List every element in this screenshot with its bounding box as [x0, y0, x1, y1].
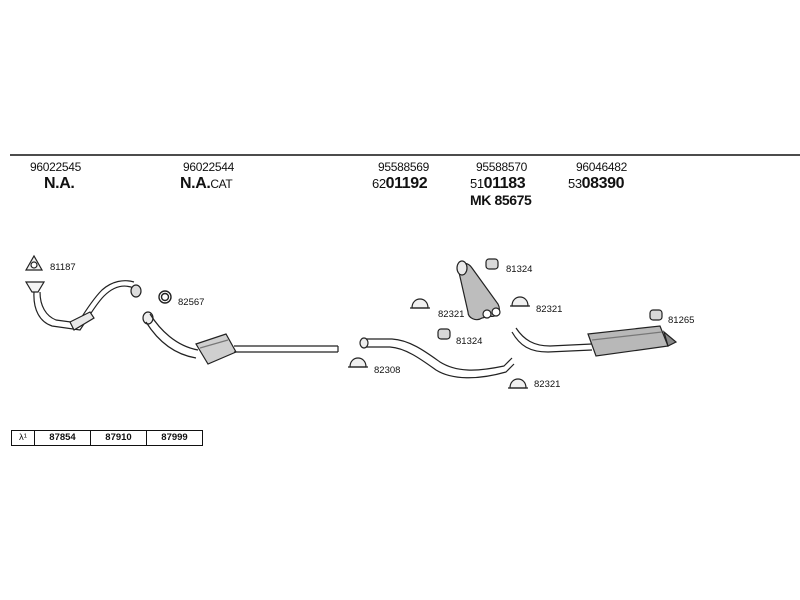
part-main: N.A.	[44, 175, 75, 192]
part-prefix: 62	[372, 176, 386, 191]
hanger-icon	[437, 258, 663, 340]
reference-table: λ¹ 87854 87910 87999	[11, 430, 203, 446]
oe-number: 95588569	[378, 160, 429, 174]
part-prefix: 51	[470, 176, 484, 191]
part-prefix: 53	[568, 176, 582, 191]
mk-number: MK 85675	[470, 192, 532, 208]
part-number: N.A.CAT	[180, 175, 233, 193]
front-pipe	[24, 280, 142, 331]
reference-code: 87910	[90, 431, 146, 445]
callout-label: 82321	[536, 304, 562, 315]
oe-number: 95588570	[476, 160, 527, 174]
callout-label: 81324	[506, 264, 532, 275]
part-main: 01183	[483, 175, 526, 192]
callout-label: 81187	[50, 262, 76, 273]
part-number: 5308390	[568, 175, 625, 193]
callout-label: 82308	[374, 365, 400, 376]
callout-label: 82321	[534, 379, 560, 390]
callout-label: 82567	[178, 297, 204, 308]
callout-label: 81265	[668, 315, 694, 326]
oe-number: 96046482	[576, 160, 627, 174]
part-main: 01192	[385, 175, 428, 192]
reference-code: 87854	[34, 431, 90, 445]
lambda-symbol: λ¹	[19, 432, 27, 443]
u-clamp-icon	[348, 296, 530, 389]
oe-number: 96022545	[30, 160, 81, 174]
centre-silencer	[456, 260, 501, 321]
part-number: N.A.	[44, 175, 75, 193]
part-main: 08390	[581, 175, 625, 192]
part-number: 6201192	[372, 175, 428, 193]
reference-code: 87999	[146, 431, 202, 445]
part-number: 5101183	[470, 175, 526, 193]
callout-label: 82321	[438, 309, 464, 320]
part-suffix: CAT	[210, 177, 233, 191]
rear-silencer	[511, 325, 678, 357]
catalytic-converter	[142, 311, 339, 365]
callout-label: 81324	[456, 336, 482, 347]
middle-pipe	[359, 337, 515, 379]
oe-number: 96022544	[183, 160, 234, 174]
part-main: N.A.	[180, 175, 211, 192]
gasket-icon	[24, 254, 44, 271]
ring-clamp-icon	[158, 290, 172, 304]
